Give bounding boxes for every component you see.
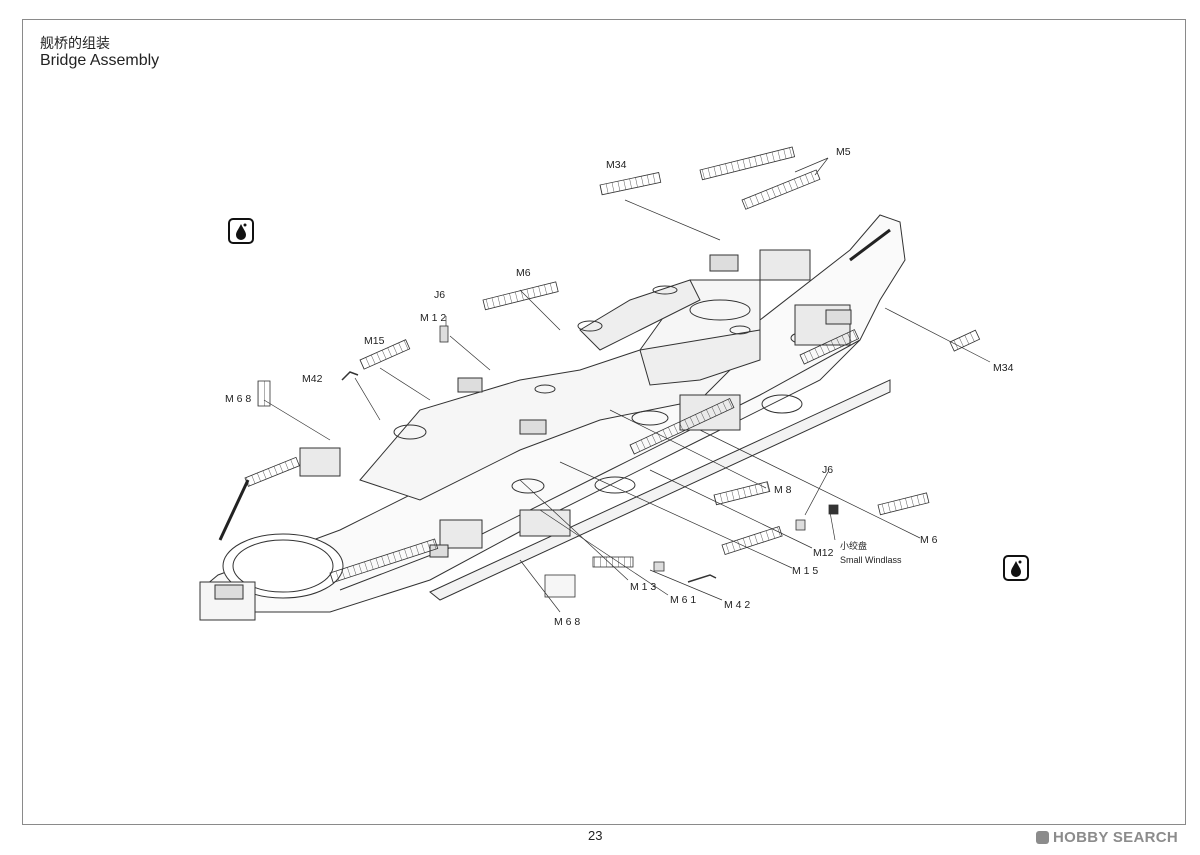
leader-lines — [263, 157, 991, 613]
label-m6-top: M6 — [516, 267, 531, 279]
watermark: HOBBY SEARCH — [1036, 829, 1178, 846]
loose-parts — [257, 146, 981, 598]
label-m13: M 1 3 — [630, 581, 656, 593]
label-m68-bottom: M 6 8 — [554, 616, 580, 628]
label-j6-right: J6 — [822, 464, 833, 476]
label-m15-left: M15 — [364, 335, 385, 347]
part-m12-left — [439, 325, 449, 343]
label-m61: M 6 1 — [670, 594, 696, 606]
title-english: Bridge Assembly — [40, 52, 160, 69]
part-m6-right — [877, 492, 930, 516]
part-m34-right — [949, 329, 981, 352]
part-m15-right — [721, 525, 783, 556]
label-m6-right: M 6 — [920, 534, 938, 546]
label-m15-right: M 1 5 — [792, 565, 818, 577]
label-m12-right: M12 — [813, 547, 834, 559]
watermark-text: HOBBY SEARCH — [1053, 829, 1179, 846]
part-m34-top — [599, 172, 662, 196]
part-m68-bottom — [544, 574, 576, 598]
label-m42-right: M 4 2 — [724, 599, 750, 611]
label-m68-left: M 6 8 — [225, 393, 251, 405]
callout-labels: M34 M5 M6 J6 M 1 2 M15 M42 M 6 8 M34 J6 … — [225, 146, 1014, 628]
part-m42-left — [341, 371, 359, 381]
label-m12-left: M 1 2 — [420, 312, 446, 324]
page-border — [22, 19, 1186, 825]
label-windlass-en: Small Windlass — [840, 555, 902, 565]
part-m5-a — [699, 146, 796, 181]
label-m5: M5 — [836, 146, 851, 158]
part-m42-right — [687, 574, 717, 583]
hobby-search-logo-icon — [1036, 831, 1049, 844]
label-windlass-cn: 小绞盘 — [840, 540, 867, 551]
label-m34-right: M34 — [993, 362, 1014, 374]
part-m6-top — [482, 281, 559, 311]
part-m61 — [653, 561, 665, 572]
label-m34-top: M34 — [606, 159, 627, 171]
part-m68-left — [257, 380, 271, 407]
label-m8: M 8 — [774, 484, 792, 496]
part-m13 — [592, 556, 634, 568]
ship-hull — [199, 214, 906, 621]
part-small-windlass — [828, 504, 839, 515]
part-m15-left — [359, 339, 411, 370]
part-m5-b — [741, 169, 821, 210]
label-j6-left: J6 — [434, 289, 445, 301]
part-m12-right — [795, 519, 806, 531]
title-chinese: 舰桥的组装 — [40, 36, 110, 52]
paint-drop-icon — [228, 218, 254, 244]
page-number: 23 — [588, 828, 603, 843]
part-m8 — [713, 481, 771, 506]
label-m42-left: M42 — [302, 373, 323, 385]
paint-drop-icon — [1003, 555, 1029, 581]
